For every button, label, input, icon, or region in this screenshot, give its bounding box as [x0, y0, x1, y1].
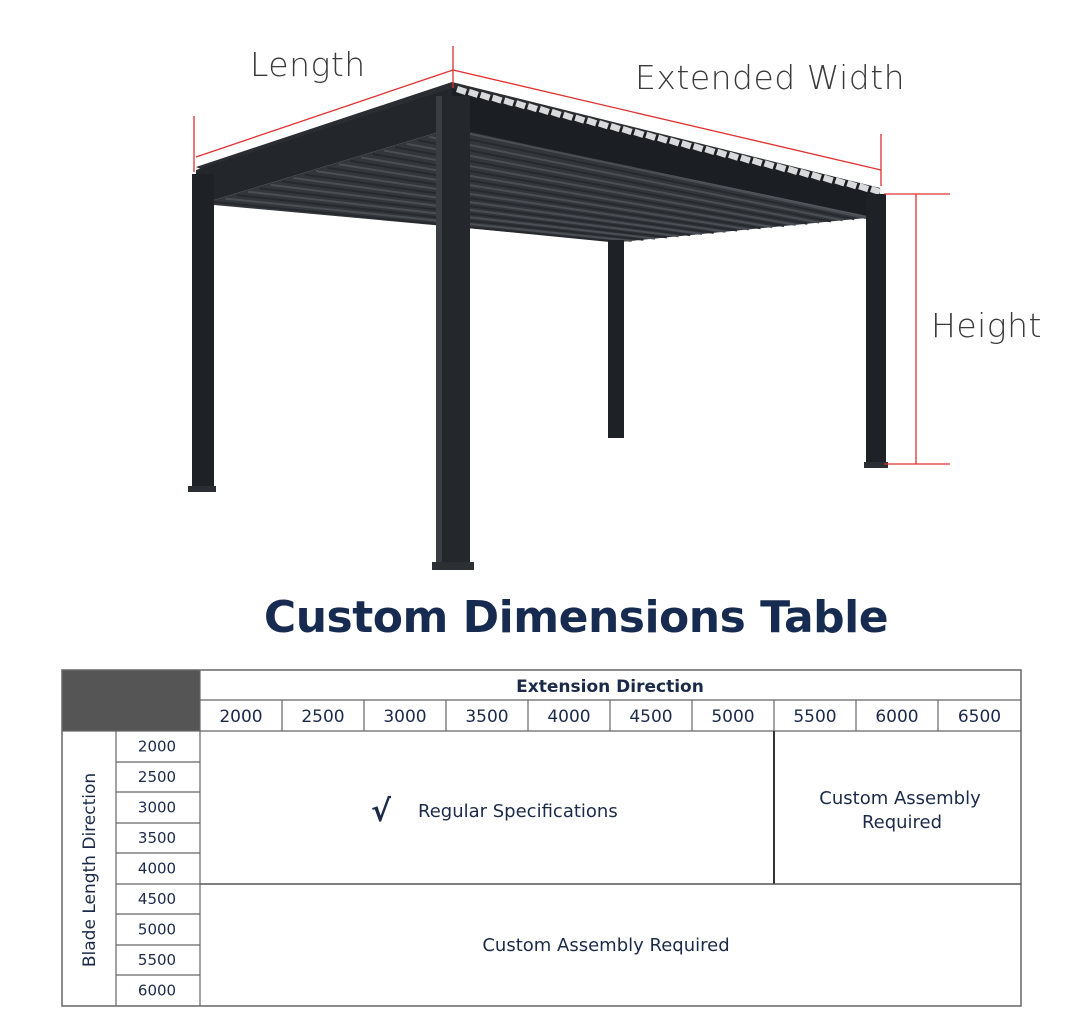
custom-assembly-right-line2: Required	[862, 812, 942, 833]
table-corner	[62, 670, 200, 731]
column-label: 6000	[875, 707, 918, 727]
extended-width-label: Extended Width	[635, 58, 906, 97]
blade-tip	[810, 171, 822, 181]
blade-tip	[467, 88, 479, 98]
blade-tip	[538, 106, 550, 115]
blade-tip	[456, 86, 467, 95]
blade-tip	[526, 103, 538, 113]
blade-tip	[870, 186, 881, 195]
blade-tip	[751, 157, 763, 167]
blade-tip	[574, 114, 586, 124]
blade-tip	[550, 108, 562, 118]
louver-slat	[429, 135, 843, 222]
blade-tip	[858, 183, 870, 193]
post-back-left	[192, 174, 214, 490]
column-label: 3000	[383, 707, 426, 727]
extension-direction-header: Extension Direction	[516, 677, 704, 697]
louver-slat	[338, 163, 750, 231]
blade-tip	[597, 120, 609, 130]
louver-blades	[213, 129, 867, 243]
column-label: 2000	[219, 707, 262, 727]
blade-tip	[799, 168, 811, 178]
row-label: 2500	[138, 768, 176, 786]
louver-slat	[315, 170, 726, 233]
blade-tip	[668, 137, 680, 147]
louver-slat	[349, 159, 761, 230]
row-label: 5500	[138, 951, 176, 969]
regular-specifications-label: Regular Specifications	[418, 801, 618, 822]
louver-slat	[270, 183, 679, 238]
row-label: 4000	[138, 860, 176, 878]
row-label: 5000	[138, 921, 176, 939]
blade-tip	[586, 117, 598, 127]
custom-assembly-bottom-label: Custom Assembly Required	[482, 935, 729, 956]
row-label: 6000	[138, 982, 176, 1000]
louver-slat	[451, 129, 867, 219]
blade-tip	[491, 94, 503, 104]
pergola-diagram	[188, 46, 950, 570]
louver-slat	[327, 166, 738, 232]
blade-tip	[787, 166, 799, 175]
post-back-center	[608, 240, 624, 438]
front-beam	[452, 88, 880, 220]
length-label: Length	[250, 45, 366, 84]
louver-slat	[225, 197, 632, 242]
blade-tip	[704, 146, 716, 155]
blade-tip	[479, 91, 491, 101]
column-labels: 2000 2500 3000 3500 4000 4500 5000 5500 6000 6500	[219, 707, 1001, 727]
blade-tip	[739, 154, 751, 164]
left-beam	[196, 88, 452, 200]
column-label: 5500	[793, 707, 836, 727]
column-label: 3500	[465, 707, 508, 727]
louver-slat	[440, 132, 855, 221]
blade-tip	[822, 174, 834, 184]
louver-slat	[417, 139, 832, 223]
custom-assembly-right-line1: Custom Assembly	[819, 788, 981, 809]
blade-tip	[562, 111, 574, 121]
dimensions-table: Extension Direction 2000 2500 3000 3500 4000…	[61, 669, 1022, 1007]
blade-tip	[621, 126, 633, 135]
blade-tip	[680, 140, 692, 150]
louver-slat	[281, 180, 691, 237]
dimension-lines	[193, 46, 950, 465]
row-label: 4500	[138, 890, 176, 908]
height-label: Height	[931, 306, 1042, 345]
louver-slat	[293, 177, 703, 235]
row-label: 3000	[138, 799, 176, 817]
louver-slat	[361, 156, 773, 229]
column-label: 6500	[958, 707, 1001, 727]
louver-slat	[406, 142, 820, 224]
blade-tip	[633, 128, 645, 138]
blade-tip	[834, 177, 846, 187]
louver-slat	[213, 201, 621, 243]
blade-length-direction-header: Blade Length Direction	[80, 773, 100, 967]
row-label: 2000	[138, 738, 176, 756]
page-title: Custom Dimensions Table	[263, 592, 889, 643]
blade-tip	[716, 148, 728, 158]
blade-tip	[515, 100, 527, 110]
column-label: 2500	[301, 707, 344, 727]
blade-tip	[763, 160, 775, 170]
roof-top	[196, 82, 880, 196]
column-label: 4000	[547, 707, 590, 727]
blade-tip	[609, 123, 621, 133]
checkmark-icon: √	[371, 794, 392, 829]
table-grid	[62, 670, 1021, 1006]
blade-tip	[728, 151, 740, 161]
blade-tip	[775, 163, 787, 173]
blade-tip	[692, 143, 704, 153]
blade-tip	[657, 134, 669, 144]
column-label: 5000	[711, 707, 754, 727]
post-right	[866, 194, 886, 466]
blade-tip	[503, 97, 515, 107]
column-label: 4500	[629, 707, 672, 727]
row-labels: 2000 2500 3000 3500 4000 4500 5000 5500 6000	[138, 738, 176, 1000]
blade-tip	[846, 180, 858, 190]
row-label: 3500	[138, 829, 176, 847]
blade-tips	[456, 86, 881, 195]
louver-slat	[304, 173, 714, 234]
blade-tip	[645, 131, 657, 141]
